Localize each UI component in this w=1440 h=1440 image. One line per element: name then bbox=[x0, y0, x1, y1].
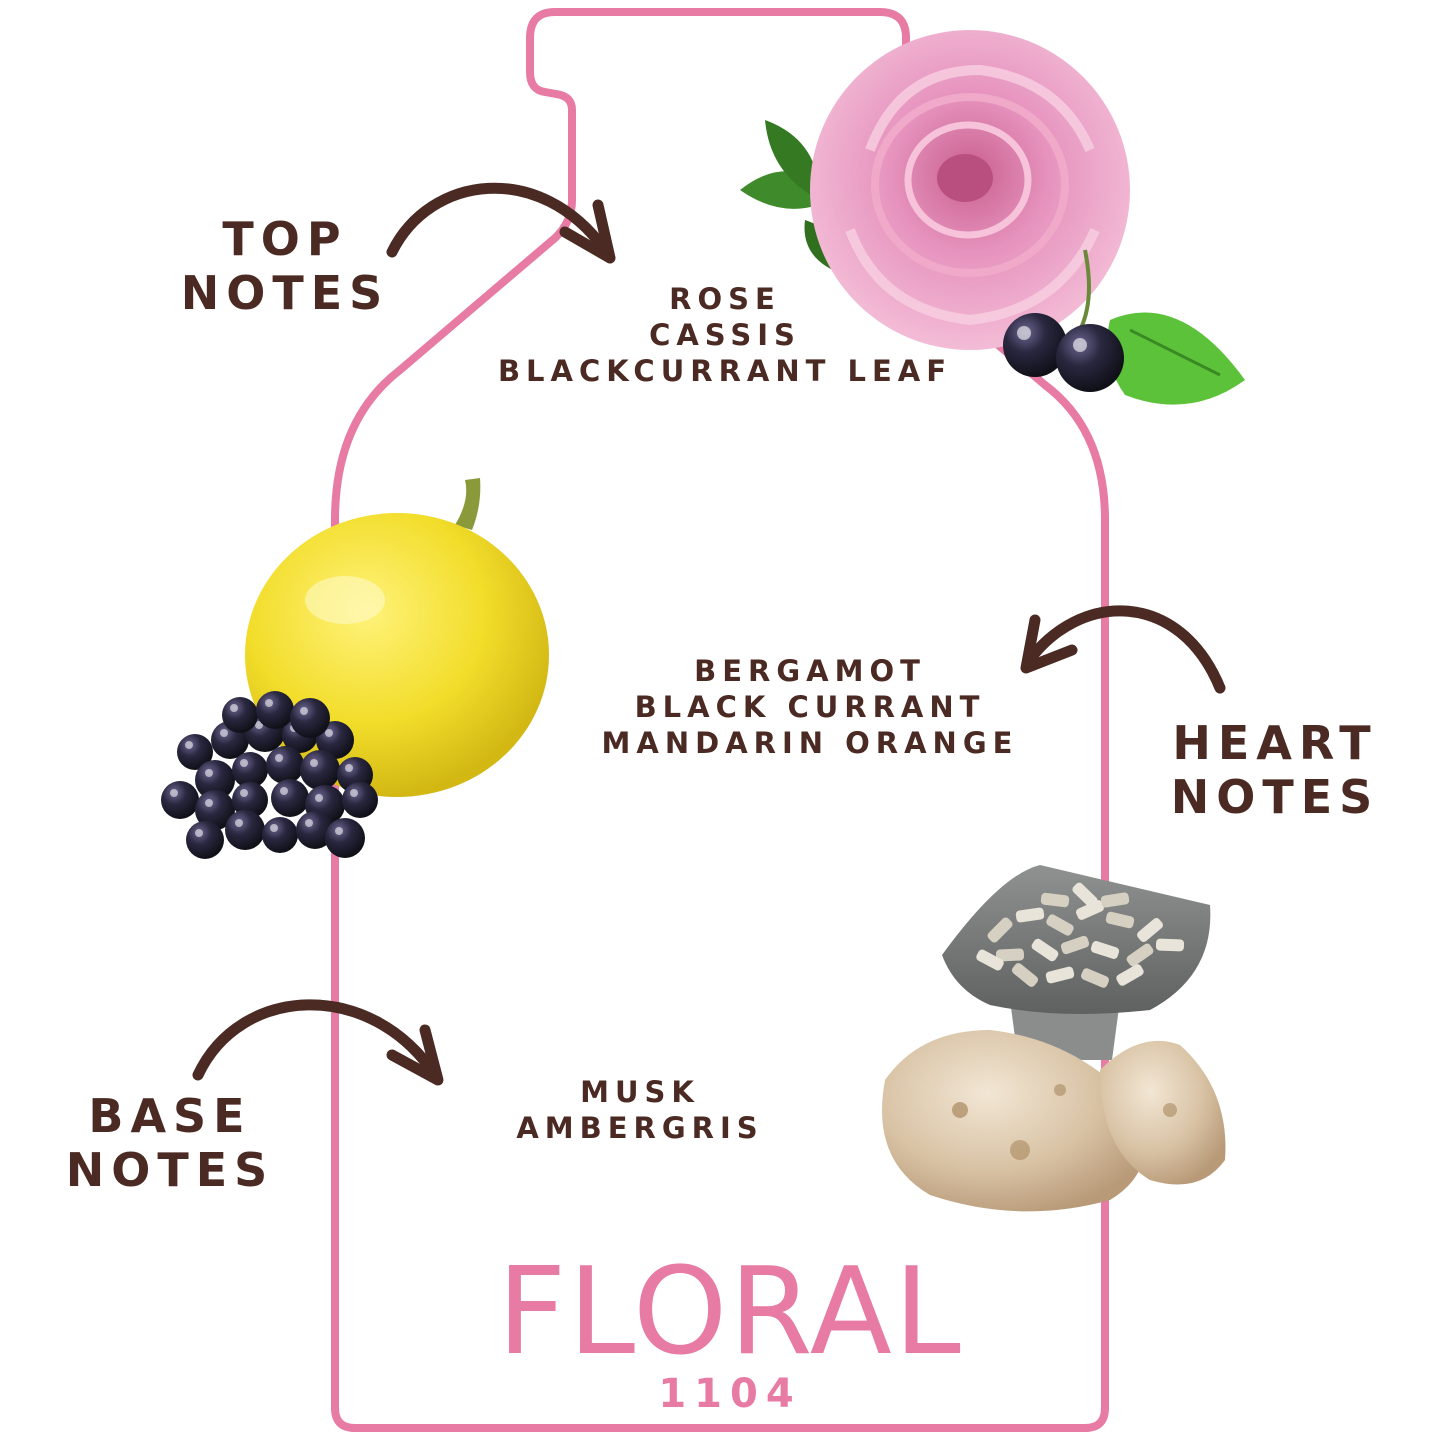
blackcurrant-berry bbox=[245, 712, 285, 752]
blackcurrant-berry bbox=[262, 817, 298, 853]
berry-highlight bbox=[270, 824, 278, 832]
ambergris-chip bbox=[1072, 882, 1098, 908]
blackcurrant-berry bbox=[177, 734, 213, 770]
ambergris-chip bbox=[1076, 900, 1104, 920]
berry-highlight bbox=[230, 704, 238, 712]
blackcurrant-berry bbox=[266, 746, 304, 784]
base-notes-arrow bbox=[192, 999, 444, 1086]
ambergris-chip bbox=[1100, 892, 1130, 908]
berry-highlight bbox=[315, 794, 323, 802]
heart-notes-heading: HEART NOTES bbox=[1170, 716, 1380, 824]
blackcurrant-berry bbox=[290, 698, 330, 738]
ambergris-chip bbox=[1116, 964, 1144, 986]
blackcurrant-berry bbox=[232, 752, 268, 788]
blackcurrant-berry bbox=[225, 810, 265, 850]
berry-highlight bbox=[235, 819, 243, 827]
ambergris-chip bbox=[976, 949, 1004, 971]
note-item: MANDARIN ORANGE bbox=[601, 726, 1019, 760]
berry-highlight bbox=[170, 789, 178, 797]
note-item: AMBERGRIS bbox=[516, 1111, 764, 1145]
berry-highlight bbox=[280, 787, 288, 795]
top-notes-arrow bbox=[386, 182, 616, 264]
ambergris-chip bbox=[1046, 914, 1074, 936]
note-item: MUSK bbox=[580, 1075, 700, 1109]
berry-highlight bbox=[305, 819, 313, 827]
blackcurrant-berry bbox=[337, 757, 373, 793]
blackcurrant-berry bbox=[161, 781, 199, 819]
ambergris-chip bbox=[1081, 968, 1109, 988]
berry-highlight bbox=[185, 741, 193, 749]
ambergris-illustration bbox=[882, 865, 1226, 1212]
note-item: BLACKCURRANT LEAF bbox=[497, 354, 953, 388]
top-notes-heading: TOP NOTES bbox=[180, 212, 390, 320]
berry-highlight bbox=[300, 707, 308, 715]
ambergris-chip bbox=[1137, 918, 1163, 942]
berry-highlight bbox=[205, 769, 213, 777]
blackcurrant-berry bbox=[300, 750, 340, 790]
blackcurrant-berry bbox=[211, 721, 249, 759]
blackcurrant-berry bbox=[296, 811, 334, 849]
base-notes-list: MUSK AMBERGRIS bbox=[440, 1074, 840, 1146]
ambergris-chip bbox=[1015, 907, 1045, 923]
blackcurrant-berry bbox=[316, 721, 354, 759]
blackcurrant-berry bbox=[232, 782, 268, 818]
berry-highlight bbox=[240, 789, 248, 797]
base-notes-heading: BASE NOTES bbox=[65, 1089, 275, 1197]
ambergris-chip bbox=[1105, 911, 1135, 929]
ambergris-chip bbox=[1011, 963, 1039, 987]
blackcurrant-berry bbox=[195, 790, 235, 830]
blackcurrant-cluster-icon bbox=[161, 691, 378, 859]
blackcurrant-berry bbox=[222, 697, 258, 733]
blackcurrant-berry bbox=[305, 785, 345, 825]
ambergris-chip bbox=[1090, 941, 1120, 959]
berry-highlight bbox=[290, 724, 298, 732]
heart-notes-list: BERGAMOT BLACK CURRANT MANDARIN ORANGE bbox=[500, 653, 1120, 761]
berry-highlight bbox=[325, 729, 333, 737]
berry-highlight bbox=[345, 764, 353, 772]
blackcurrant-berry bbox=[282, 717, 318, 753]
berry-highlight bbox=[255, 721, 263, 729]
note-item: CASSIS bbox=[649, 318, 801, 352]
berry-highlight bbox=[240, 759, 248, 767]
ambergris-chip bbox=[1126, 943, 1154, 967]
berry-highlight bbox=[265, 699, 273, 707]
brand-code: 1104 bbox=[658, 1371, 802, 1417]
blackcurrant-berry bbox=[342, 782, 378, 818]
blackcurrant-berry bbox=[325, 818, 365, 858]
blackcurrant-berry bbox=[271, 779, 309, 817]
ambergris-chip bbox=[1040, 892, 1070, 908]
berry-highlight bbox=[275, 754, 283, 762]
ambergris-chip bbox=[995, 948, 1025, 962]
brand-name: FLORAL bbox=[497, 1243, 963, 1382]
note-item: ROSE bbox=[669, 282, 781, 316]
blackcurrant-berry bbox=[256, 691, 294, 729]
top-notes-list: ROSE CASSIS BLACKCURRANT LEAF bbox=[420, 281, 1030, 389]
berry-highlight bbox=[220, 729, 228, 737]
blackcurrant-berry bbox=[186, 821, 224, 859]
blackcurrant-berry bbox=[195, 760, 235, 800]
berry-highlight bbox=[350, 789, 358, 797]
ambergris-chip bbox=[1155, 938, 1185, 952]
note-item: BERGAMOT bbox=[694, 654, 926, 688]
ambergris-chip bbox=[1045, 966, 1075, 984]
ambergris-chip bbox=[1060, 935, 1090, 955]
ambergris-chip bbox=[1031, 938, 1059, 962]
ambergris-chip bbox=[987, 917, 1013, 943]
berry-highlight bbox=[335, 827, 343, 835]
bergamot-illustration bbox=[161, 478, 549, 859]
note-item: BLACK CURRANT bbox=[634, 690, 986, 724]
berry-highlight bbox=[310, 759, 318, 767]
berry-highlight bbox=[195, 829, 203, 837]
berry-highlight bbox=[205, 799, 213, 807]
